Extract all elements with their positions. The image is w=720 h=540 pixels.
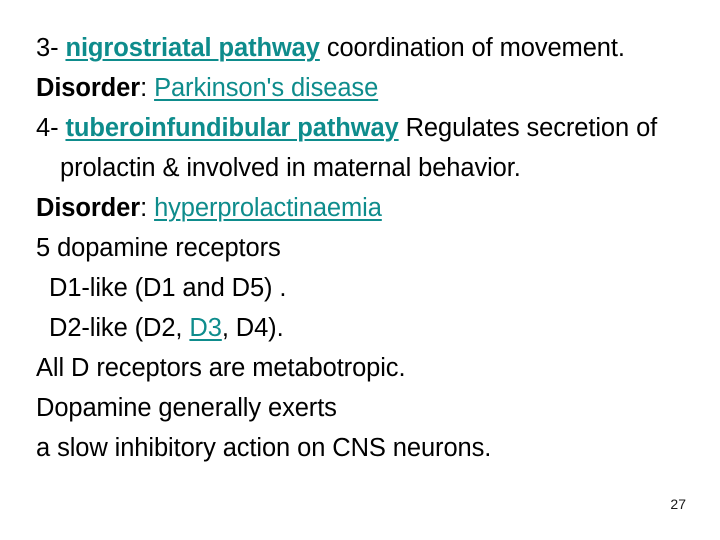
text-run: prolactin & involved in maternal behavio… bbox=[60, 154, 521, 182]
highlighted-term: D3 bbox=[189, 314, 222, 342]
text-run: , D4). bbox=[221, 314, 284, 342]
text-line: a slow inhibitory action on CNS neurons. bbox=[36, 428, 700, 468]
text-line: 4- tuberoinfundibular pathway Regulates … bbox=[36, 108, 700, 148]
text-line: Dopamine generally exerts bbox=[36, 388, 700, 428]
text-line: D2-like (D2, D3, D4). bbox=[36, 308, 700, 348]
text-run: Disorder bbox=[36, 74, 141, 102]
highlighted-term: Parkinson's disease bbox=[154, 74, 379, 102]
text-run: D1-like (D1 and D5) . bbox=[42, 274, 287, 302]
text-line: Disorder: hyperprolactinaemia bbox=[36, 188, 700, 228]
text-run: 5 dopamine receptors bbox=[36, 234, 281, 262]
text-run: coordination of movement. bbox=[319, 34, 625, 62]
text-run: D2-like (D2, bbox=[42, 314, 190, 342]
text-run: All D receptors are metabotropic. bbox=[36, 354, 406, 382]
text-line: prolactin & involved in maternal behavio… bbox=[36, 148, 700, 188]
text-run: : bbox=[140, 74, 155, 102]
highlighted-term: tuberoinfundibular pathway bbox=[65, 114, 399, 142]
text-line: All D receptors are metabotropic. bbox=[36, 348, 700, 388]
highlighted-term: nigrostriatal pathway bbox=[65, 34, 320, 62]
text-line: Disorder: Parkinson's disease bbox=[36, 68, 700, 108]
text-run: Disorder bbox=[36, 194, 141, 222]
text-run: a slow inhibitory action on CNS neurons. bbox=[36, 434, 492, 462]
highlighted-term: hyperprolactinaemia bbox=[154, 194, 382, 222]
text-run: 3- bbox=[36, 34, 66, 62]
text-run: : bbox=[140, 194, 155, 222]
slide-body-text: 3- nigrostriatal pathway coordination of… bbox=[36, 28, 700, 468]
text-run: 4- bbox=[36, 114, 66, 142]
page-number: 27 bbox=[670, 496, 686, 512]
text-line: 3- nigrostriatal pathway coordination of… bbox=[36, 28, 700, 68]
text-line: D1-like (D1 and D5) . bbox=[36, 268, 700, 308]
text-run: Dopamine generally exerts bbox=[36, 394, 337, 422]
text-run: Regulates secretion of bbox=[398, 114, 658, 142]
text-line: 5 dopamine receptors bbox=[36, 228, 700, 268]
